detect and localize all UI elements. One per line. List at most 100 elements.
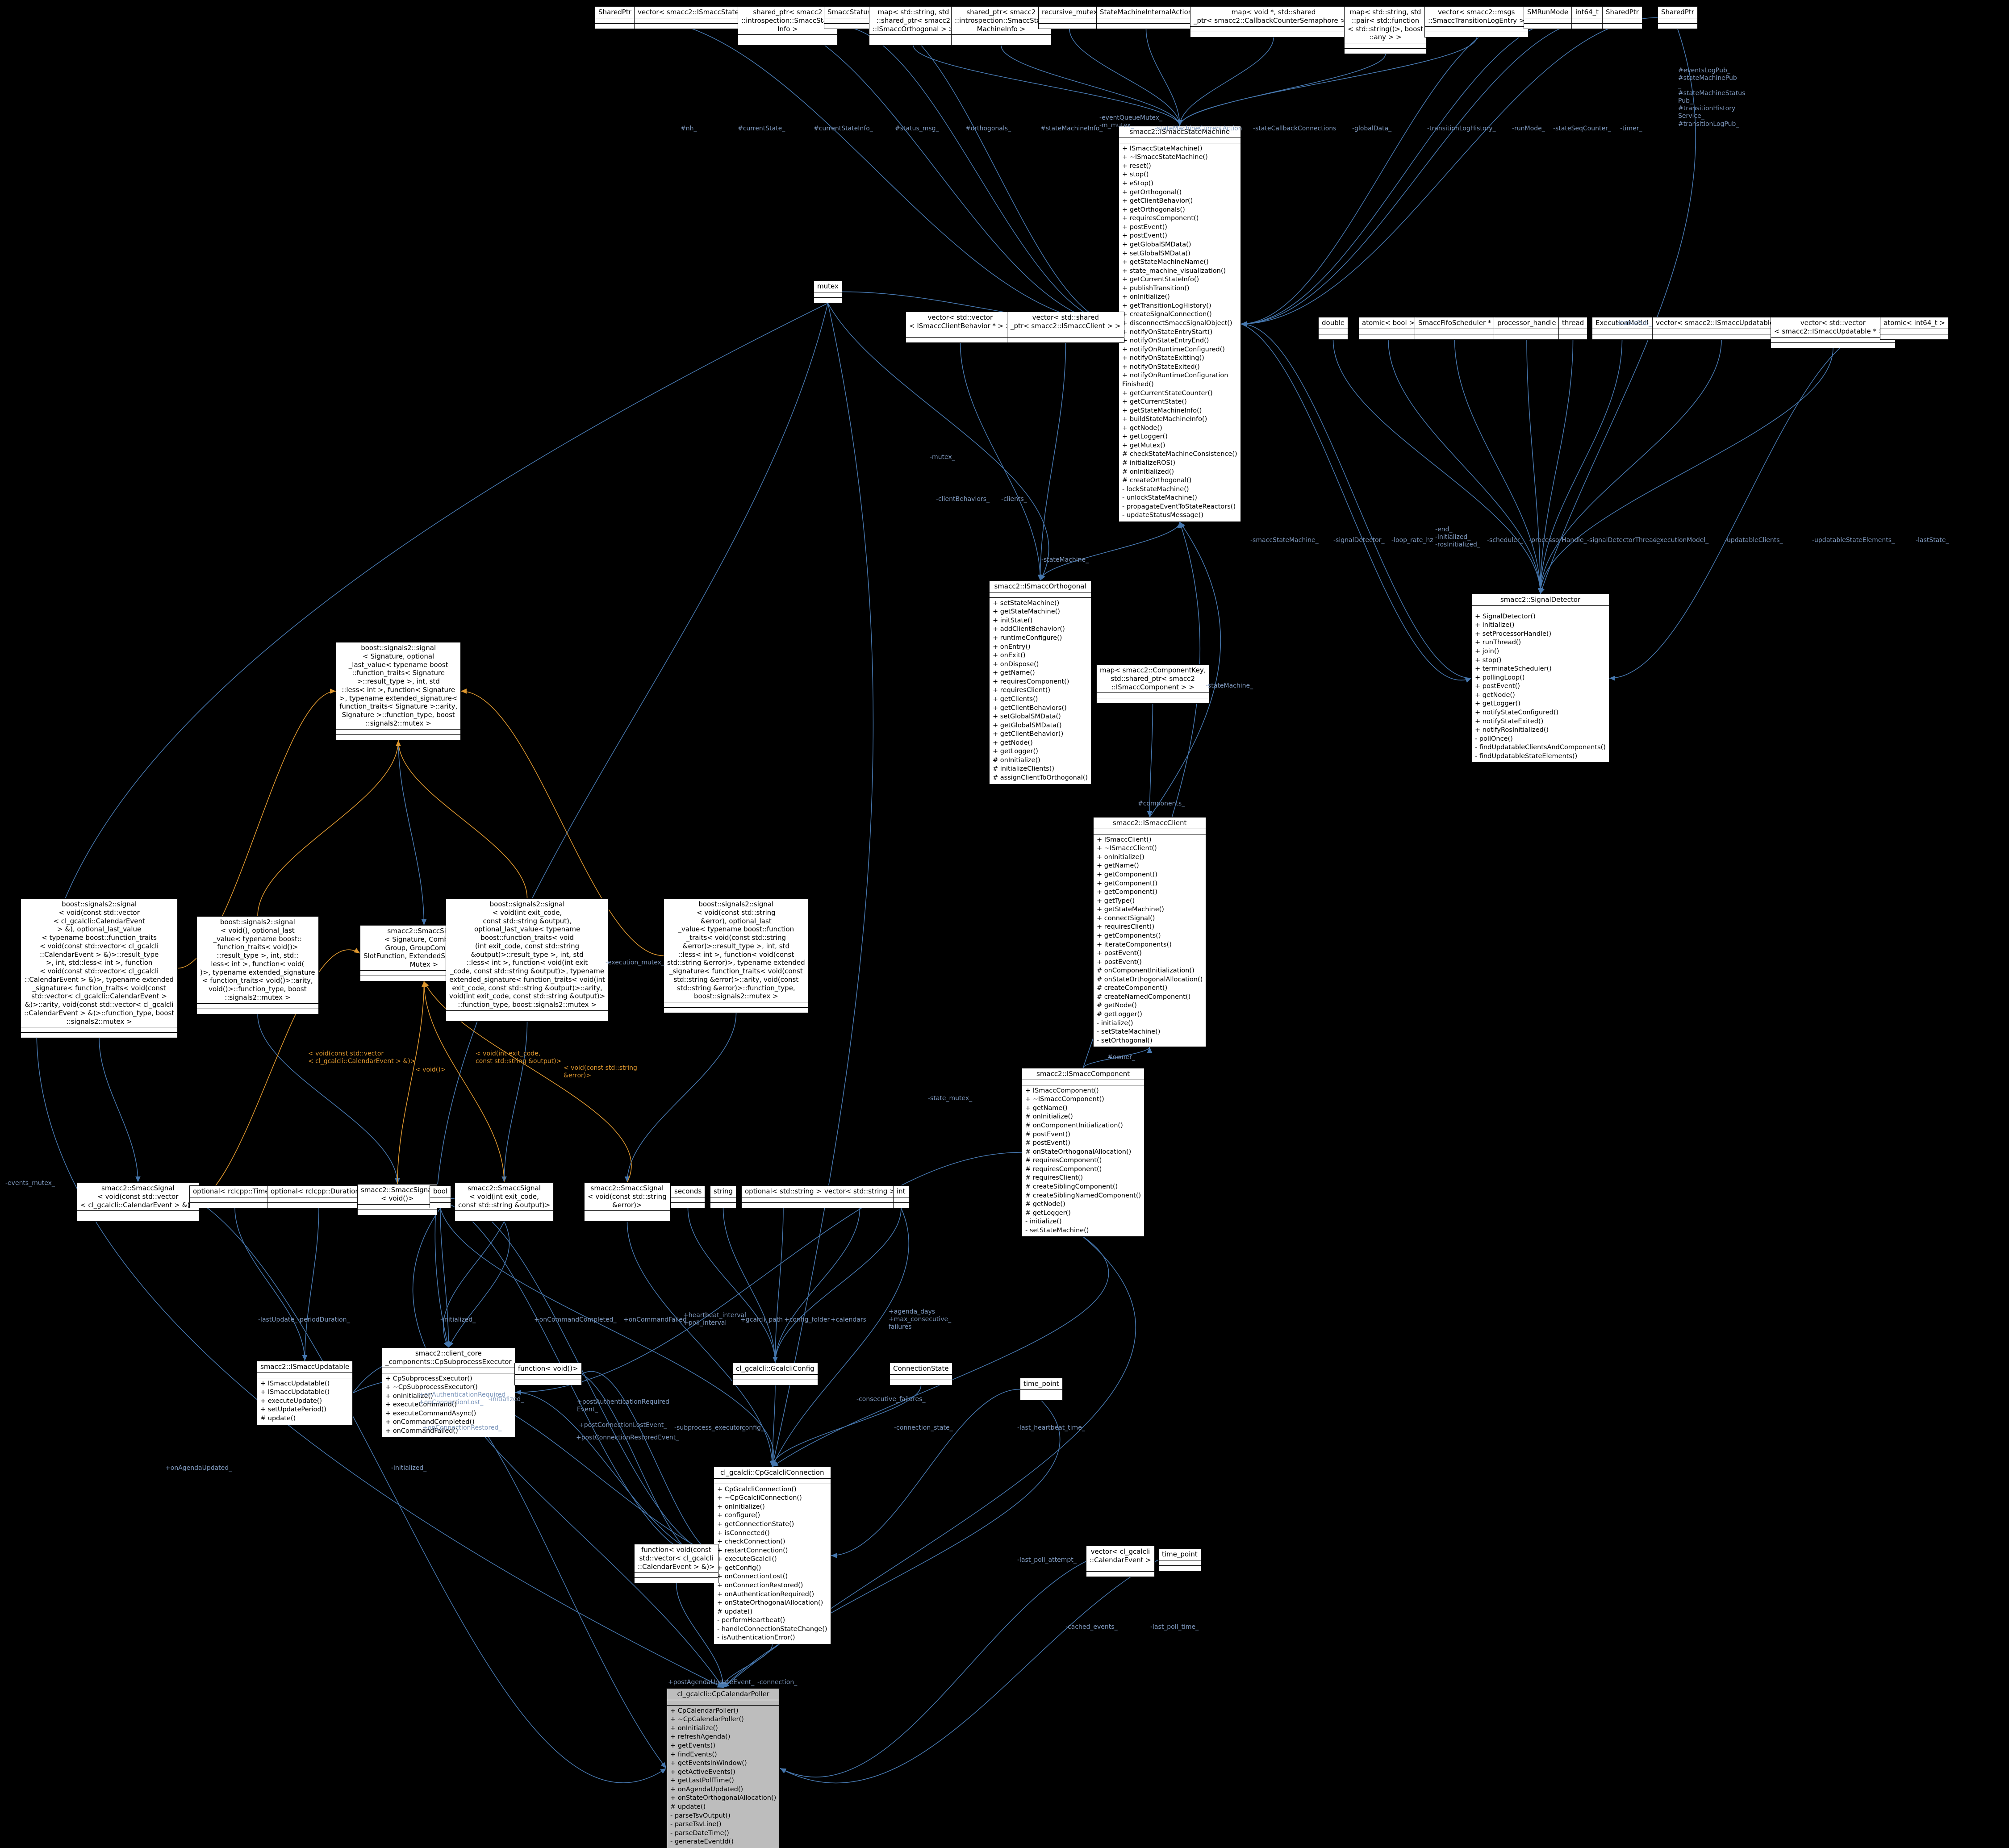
class-title-line: ::shared_ptr< smacc2 [876, 16, 951, 25]
class-node-conn[interactable]: cl_gcalcli::CpGcalcliConnection+ CpGcalc… [714, 1467, 831, 1644]
class-node-orth[interactable]: smacc2::ISmaccOrthogonal+ setStateMachin… [989, 580, 1092, 784]
class-node-updatable[interactable]: smacc2::ISmaccUpdatable+ ISmaccUpdatable… [257, 1361, 353, 1425]
class-node-vevents[interactable]: vector< cl_gcalcli::CalendarEvent > [1086, 1546, 1155, 1577]
class-node-sp1[interactable]: SharedPtr [595, 6, 635, 29]
edge [515, 1152, 1022, 1395]
class-node-mutexbox[interactable]: mutex [814, 280, 842, 303]
class-node-funcvoid[interactable]: function< void()> [514, 1363, 582, 1385]
class-node-gconfig[interactable]: cl_gcalcli::GcalcliConfig [732, 1363, 818, 1385]
class-node-tp2[interactable]: time_point [1158, 1548, 1201, 1571]
class-title: map< std::string, std::shared_ptr< smacc… [869, 7, 957, 34]
class-title-line: ::introspection::SmaccState [741, 16, 834, 25]
class-node-execmodel[interactable]: ExecutionModel [1592, 317, 1652, 340]
class-node-sp3[interactable]: SharedPtr [1658, 6, 1698, 29]
class-node-spsminfo[interactable]: shared_ptr< smacc2::introspection::Smacc… [951, 6, 1051, 46]
class-node-abool[interactable]: atomic< bool > [1358, 317, 1418, 340]
class-node-L4[interactable]: boost::signals2::signal< void(const std:… [664, 898, 809, 1013]
class-title-line: < cl_gcalcli::CalendarEvent [53, 917, 145, 925]
class-title-line: cl_gcalcli::CpGcalcliConnection [720, 1468, 824, 1477]
class-node-comp[interactable]: smacc2::ISmaccComponent+ ISmaccComponent… [1022, 1068, 1145, 1237]
class-node-vcb[interactable]: vector< std::vector< ISmaccClientBehavio… [906, 312, 1015, 343]
class-node-vstr[interactable]: vector< std::string > [821, 1185, 899, 1208]
edge [257, 740, 401, 917]
class-node-optTime[interactable]: optional< rclcpp::Time > [189, 1185, 280, 1208]
empty-section [664, 1007, 808, 1013]
class-node-vclients[interactable]: vector< std::shared_ptr< smacc2::ISmaccC… [1007, 312, 1124, 343]
class-node-ism[interactable]: smacc2::ISmaccStateMachine+ ISmaccStateM… [1119, 126, 1241, 522]
class-node-subproc[interactable]: smacc2::client_core_components::CpSubpro… [382, 1347, 515, 1438]
edge-label: -last_poll_time_ [1150, 1623, 1199, 1631]
empty-section [358, 1209, 437, 1215]
class-node-smia[interactable]: StateMachineInternalAction [1096, 6, 1196, 29]
class-node-ms3[interactable]: smacc2::SmaccSignal< void(int exit_code,… [455, 1182, 554, 1222]
class-node-L2[interactable]: boost::signals2::signal< void(), optiona… [196, 916, 319, 1014]
class-node-recmutex[interactable]: recursive_mutex [1038, 6, 1101, 29]
member-line: + notifyOnRuntimeConfigured() [1122, 346, 1225, 353]
class-node-vupd[interactable]: vector< smacc2::ISmaccUpdatable * > [1652, 317, 1791, 340]
edge-label: -consecutive_failures_ [856, 1396, 926, 1403]
class-title-line: vector< std::vector [1800, 319, 1866, 327]
class-node-vtranslog[interactable]: vector< smacc2::msgs::SmaccTransitionLog… [1424, 6, 1529, 38]
class-node-bsig[interactable]: boost::signals2::signal< Signature, opti… [336, 642, 461, 740]
empty-section [894, 1202, 909, 1208]
edge-label: -processorHandle_ [1529, 537, 1587, 544]
class-node-vvupd[interactable]: vector< std::vector< smacc2::ISmaccUpdat… [1771, 317, 1896, 348]
class-title: vector< smacc2::msgs::SmaccTransitionLog… [1425, 7, 1528, 26]
class-title-line: ::result_type >, int, std:: [217, 951, 299, 959]
empty-section [1658, 17, 1697, 23]
class-node-ms4[interactable]: smacc2::SmaccSignal< void(const std::str… [584, 1182, 670, 1222]
class-title: smacc2::SignalDetector [1472, 594, 1609, 605]
class-node-tp1[interactable]: time_point [1020, 1378, 1063, 1401]
member-line: + initialize() [1475, 622, 1515, 629]
class-node-poller[interactable]: cl_gcalcli::CpCalendarPoller+ CpCalendar… [666, 1688, 781, 1848]
class-node-smrunmode[interactable]: SMRunMode [1524, 6, 1572, 29]
member-line: + getCurrentState() [1122, 398, 1187, 406]
class-title-line: optional_last_value< typename [474, 925, 581, 934]
class-node-prochandle[interactable]: processor_handle [1494, 317, 1560, 340]
edge-label: -timer_ [1620, 125, 1642, 132]
class-node-boolbox[interactable]: bool [430, 1185, 451, 1208]
class-node-mapglobal[interactable]: map< std::string, std::pair< std::functi… [1344, 6, 1427, 54]
edge [960, 342, 1043, 581]
class-node-L3[interactable]: boost::signals2::signal< void(int exit_c… [446, 898, 609, 1022]
class-node-maporth[interactable]: map< std::string, std::shared_ptr< smacc… [869, 6, 958, 46]
class-title-line: optional< std::string > [745, 1187, 822, 1195]
class-node-ms2[interactable]: smacc2::SmaccSignal< void()> [357, 1184, 438, 1215]
class-node-sp2[interactable]: SharedPtr [1602, 6, 1642, 29]
class-node-ms1[interactable]: smacc2::SmaccSignal< void(const std::vec… [77, 1182, 199, 1222]
class-node-aint64[interactable]: atomic< int64_t > [1880, 317, 1949, 340]
member-line: Finished() [1122, 380, 1154, 388]
class-node-connstate[interactable]: ConnectionState [890, 1363, 952, 1385]
member-line: # createNamedComponent() [1097, 993, 1191, 1001]
class-node-spstateinfo[interactable]: shared_ptr< smacc2::introspection::Smacc… [738, 6, 838, 46]
class-node-smaccstatus[interactable]: SmaccStatus [824, 6, 875, 29]
empty-section [1020, 1389, 1062, 1395]
class-node-intbox[interactable]: int [893, 1185, 909, 1208]
class-node-secbox[interactable]: seconds [671, 1185, 706, 1208]
class-node-client[interactable]: smacc2::ISmaccClient+ ISmaccClient()+ ~I… [1093, 817, 1207, 1047]
empty-section [382, 1367, 515, 1373]
class-title: double [1319, 317, 1348, 329]
class-node-mapcomp[interactable]: map< smacc2::ComponentKey,std::shared_pt… [1096, 664, 1210, 704]
class-node-dbl[interactable]: double [1318, 317, 1349, 340]
edge-label: -clientBehaviors_ [936, 496, 990, 503]
class-node-sigdet[interactable]: smacc2::SignalDetector+ SignalDetector()… [1471, 594, 1609, 763]
class-node-optDur[interactable]: optional< rclcpp::Duration > [267, 1185, 371, 1208]
class-node-mapcb[interactable]: map< void *, std::shared_ptr< smacc2::Ca… [1190, 6, 1357, 38]
class-node-thr[interactable]: thread [1558, 317, 1588, 340]
class-node-fifo[interactable]: SmaccFifoScheduler * [1415, 317, 1495, 340]
class-node-int64[interactable]: int64_t [1572, 6, 1603, 29]
class-node-L1[interactable]: boost::signals2::signal< void(const std:… [21, 898, 178, 1039]
class-title: atomic< bool > [1359, 317, 1418, 329]
empty-section [267, 1197, 371, 1202]
class-title-line: >, int, std::less< int >, function [46, 959, 153, 967]
member-line: + createSignalConnection() [1122, 311, 1212, 318]
class-node-optstr[interactable]: optional< std::string > [741, 1185, 825, 1208]
class-node-vstate[interactable]: vector< smacc2::ISmaccState * > [634, 6, 756, 29]
edge [1040, 521, 1182, 581]
class-title-line: ::less< int >, function< void(const [678, 950, 794, 959]
class-title-line: optional< rclcpp::Time > [193, 1187, 277, 1195]
class-title-line: vector< smacc2::ISmaccState * > [638, 8, 752, 16]
class-node-strbox[interactable]: string [710, 1185, 737, 1208]
